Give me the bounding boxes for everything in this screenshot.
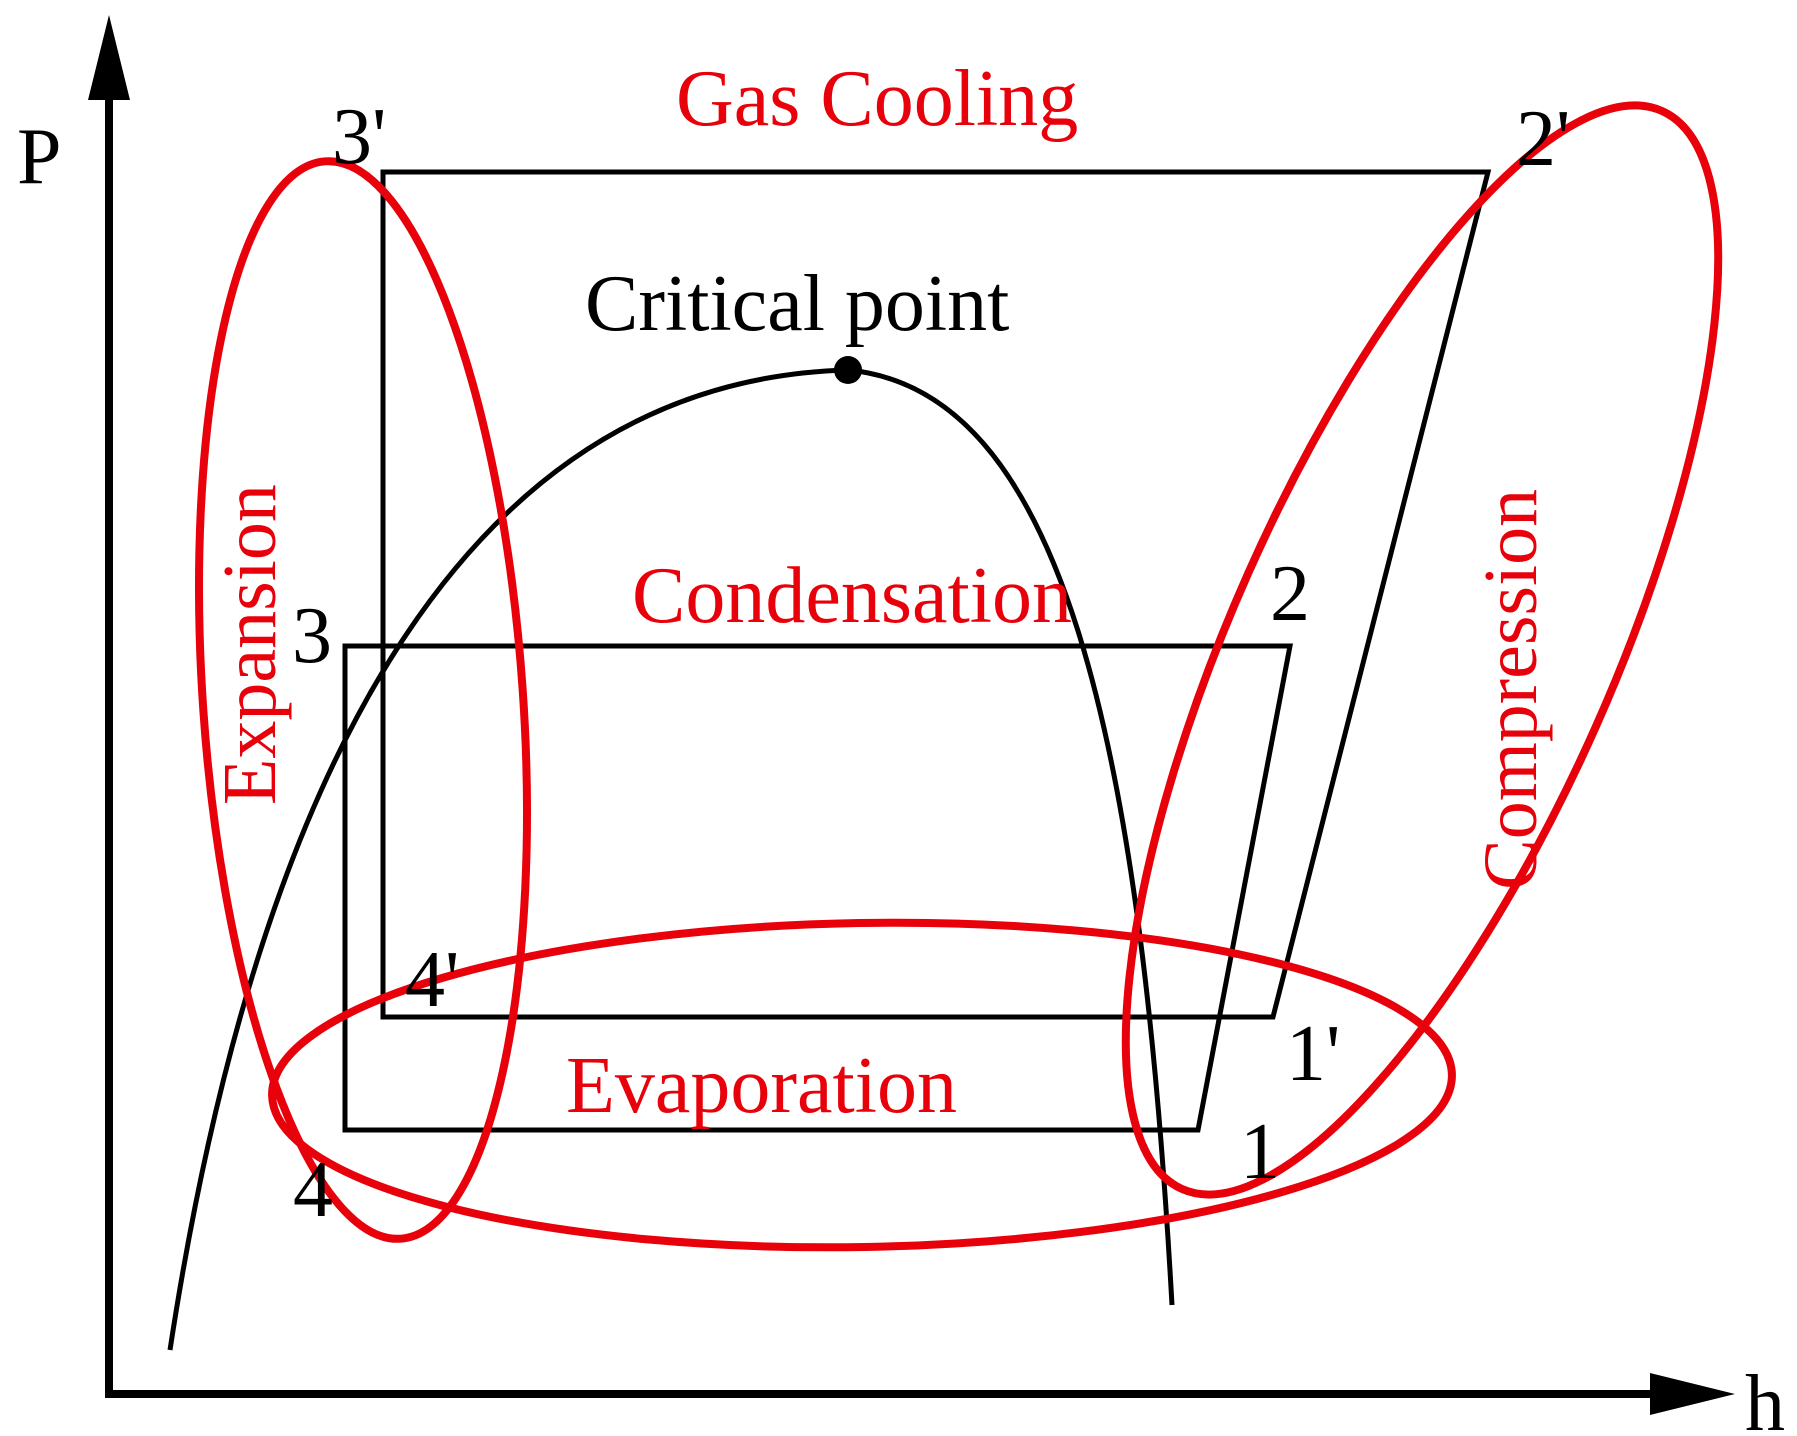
subcritical-cycle	[342, 643, 1294, 1133]
state-point-4p-label: 4'	[405, 936, 459, 1024]
state-point-2-label: 2	[1270, 550, 1310, 638]
state-point-3-label: 3	[292, 592, 332, 680]
critical-point-label: Critical point	[585, 260, 1009, 348]
saturation-dome-curve	[167, 367, 1175, 1351]
state-point-4-label: 4	[293, 1146, 333, 1234]
critical-point-marker	[834, 356, 862, 384]
y-axis-arrowhead	[88, 15, 130, 100]
state-point-3p-label: 3'	[332, 93, 386, 181]
gas-cooling-label: Gas Cooling	[676, 55, 1078, 143]
x-axis-arrowhead	[1650, 1373, 1735, 1415]
state-point-1p-label: 1'	[1286, 1010, 1340, 1098]
axes	[88, 15, 1735, 1415]
transcritical-cycle	[380, 169, 1492, 1020]
compression-ellipse	[1121, 101, 1723, 1199]
process-outlines	[195, 101, 1723, 1252]
evaporation-label: Evaporation	[566, 1042, 957, 1130]
evaporation-ellipse	[268, 918, 1456, 1252]
compression-label: Compression	[1469, 489, 1553, 890]
condensation-label: Condensation	[632, 552, 1072, 640]
state-point-2p-label: 2'	[1516, 95, 1570, 183]
state-point-1-label: 1	[1240, 1108, 1280, 1196]
expansion-label: Expansion	[208, 484, 292, 805]
x-axis-label: h	[1745, 1360, 1785, 1436]
expansion-ellipse	[195, 157, 531, 1243]
y-axis-label: P	[17, 113, 62, 201]
